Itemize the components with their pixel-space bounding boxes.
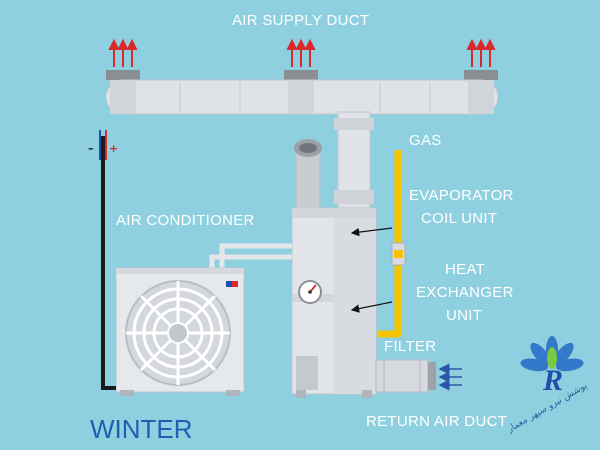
thermostat-wire	[99, 130, 116, 390]
evaporator-label-line1: EVAPORATOR	[409, 187, 514, 204]
fan-icon	[125, 280, 231, 386]
air-supply-duct-label: AIR SUPPLY DUCT	[232, 12, 370, 29]
furnace-unit	[291, 207, 377, 398]
supply-vent-arrows-right-icon	[466, 38, 496, 67]
supply-vent-arrows-left-icon	[108, 38, 138, 67]
air-conditioner-label: AIR CONDITIONER	[116, 212, 255, 229]
flue-pipe	[294, 139, 322, 213]
supply-vent-arrows-center-icon	[286, 38, 316, 67]
wire-negative-sign: –	[88, 142, 94, 155]
heat-exchanger-label-line2: EXCHANGER	[416, 284, 514, 301]
evaporator-pointer	[350, 227, 393, 237]
air-supply-duct	[105, 79, 499, 209]
filter-label: FILTER	[384, 338, 437, 355]
return-air-filter	[375, 359, 436, 393]
gas-pipe	[378, 150, 406, 338]
refrigerant-lines	[209, 243, 292, 268]
supply-vent-grilles	[106, 70, 498, 80]
return-air-arrows-icon	[438, 363, 462, 391]
heat-exchanger-label-line3: UNIT	[446, 307, 483, 324]
gas-label: GAS	[409, 132, 442, 149]
heat-exchanger-pointer	[350, 301, 393, 313]
flower-r-logo-icon: R	[520, 336, 584, 397]
svg-text:R: R	[542, 364, 563, 397]
wire-positive-sign: +	[109, 142, 119, 155]
return-air-duct-label: RETURN AIR DUCT	[366, 413, 508, 430]
heat-exchanger-label-line1: HEAT	[445, 261, 486, 278]
season-title: WINTER	[90, 414, 193, 444]
evaporator-label-line2: COIL UNIT	[421, 210, 498, 227]
pressure-gauge-icon	[298, 280, 322, 304]
